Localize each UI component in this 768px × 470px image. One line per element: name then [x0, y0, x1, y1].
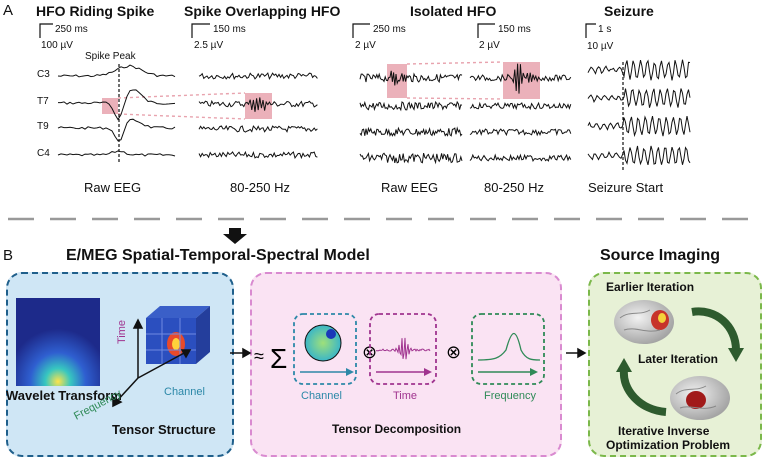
axis-label-time: Time — [116, 319, 128, 344]
eeg-trace — [359, 100, 463, 112]
eeg-trace — [469, 128, 572, 137]
channel-label: C3 — [37, 69, 50, 80]
outer-product-symbol: ⊗ — [446, 342, 461, 363]
eeg-trace — [469, 63, 572, 94]
eeg-trace — [587, 145, 691, 166]
topomap-hotspot — [326, 329, 336, 339]
eeg-trace — [587, 88, 691, 108]
cycle-arrow — [619, 369, 667, 416]
eeg-trace — [57, 150, 176, 157]
isolated-filt-time-scale: 150 ms — [498, 24, 531, 35]
inverse-line1: Iterative Inverse — [618, 424, 710, 438]
eeg-trace — [198, 150, 318, 160]
scale-bar — [352, 23, 370, 38]
seizure-time-scale: 1 s — [598, 24, 612, 35]
topomap — [304, 324, 342, 362]
eeg-trace — [469, 101, 572, 111]
source-imaging-title: Source Imaging — [600, 247, 721, 264]
eeg-trace — [587, 59, 691, 81]
frequency-spectrum — [477, 332, 541, 361]
frequency-axis — [115, 377, 139, 403]
tensor-cube — [146, 306, 210, 364]
eeg-trace — [359, 151, 463, 165]
frequency-component-box — [471, 313, 545, 385]
caption-raw-eeg: Raw EEG — [84, 180, 142, 195]
wavelet-label: Wavelet Transform — [6, 388, 122, 403]
hfo-spike-time-scale: 250 ms — [55, 24, 88, 35]
eeg-trace — [57, 64, 176, 78]
channel-axis — [137, 351, 187, 379]
scale-bar — [477, 23, 495, 38]
spike-peak-label: Spike Peak — [85, 51, 136, 62]
earlier-iteration-label: Earlier Iteration — [606, 280, 695, 294]
source-imaging-box — [588, 272, 762, 457]
brain-later — [670, 376, 730, 420]
connector — [406, 61, 504, 65]
overlap-amp-scale: 2.5 µV — [194, 40, 224, 51]
isolated-raw-time-scale: 250 ms — [373, 24, 406, 35]
tensor-decomposition-box — [250, 272, 562, 457]
caption-isolated-filtered: 80-250 Hz — [484, 180, 544, 195]
channel-component-box — [293, 313, 357, 385]
scale-bar — [585, 23, 596, 38]
eeg-trace — [469, 153, 572, 163]
isolated-raw-amp-scale: 2 µV — [355, 40, 376, 51]
scale-bar — [191, 23, 210, 38]
caption-seizure-start: Seizure Start — [588, 180, 664, 195]
channel-label: C4 — [37, 148, 50, 159]
panel-a-letter: A — [3, 2, 14, 19]
wavelet-map — [16, 298, 100, 386]
hfo-spike-amp-scale: 100 µV — [41, 40, 73, 51]
eeg-trace — [198, 124, 318, 133]
hfo-spike-title: HFO Riding Spike — [36, 3, 155, 19]
seizure-title: Seizure — [604, 3, 654, 19]
eeg-trace — [198, 97, 318, 112]
overlap-time-scale: 150 ms — [213, 24, 246, 35]
seizure-amp-scale: 10 µV — [587, 41, 614, 52]
channel-label: T7 — [37, 96, 49, 107]
brain-earlier — [614, 300, 674, 344]
time-component-label: Time — [393, 390, 418, 402]
eeg-trace — [359, 70, 463, 86]
model-title: E/MEG Spatial-Temporal-Spectral Model — [66, 247, 370, 264]
tensor-decomposition-label: Tensor Decomposition — [332, 422, 462, 436]
spike-overlap-title: Spike Overlapping HFO — [184, 3, 341, 19]
time-component-box — [369, 313, 437, 385]
eeg-trace — [57, 118, 176, 142]
isolated-hfo-title: Isolated HFO — [410, 3, 497, 19]
frequency-component-label: Frequency — [484, 390, 536, 402]
panel-a-traces — [8, 23, 748, 221]
isolated-filt-amp-scale: 2 µV — [479, 40, 500, 51]
tensor-structure-label: Tensor Structure — [112, 422, 216, 437]
connector — [406, 97, 504, 100]
cycle-arrow — [691, 307, 740, 351]
channel-component-label: Channel — [301, 390, 342, 402]
wavelet-box — [6, 272, 234, 457]
sum-symbol: Σ — [270, 343, 287, 374]
approx-symbol: ≈ — [254, 346, 264, 366]
eeg-trace — [198, 72, 318, 81]
axis-label-channel: Channel — [164, 386, 205, 398]
eeg-trace — [58, 89, 176, 121]
eeg-trace — [359, 126, 463, 137]
caption-isolated-raw: Raw EEG — [381, 180, 439, 195]
scale-bar — [39, 23, 53, 38]
channel-label: T9 — [37, 121, 49, 132]
later-iteration-label: Later Iteration — [638, 352, 719, 366]
caption-80-250: 80-250 Hz — [230, 180, 290, 195]
eeg-trace — [375, 337, 431, 360]
eeg-trace — [587, 115, 691, 138]
panel-b-letter: B — [3, 247, 14, 264]
inverse-line2: Optimization Problem — [606, 438, 731, 452]
